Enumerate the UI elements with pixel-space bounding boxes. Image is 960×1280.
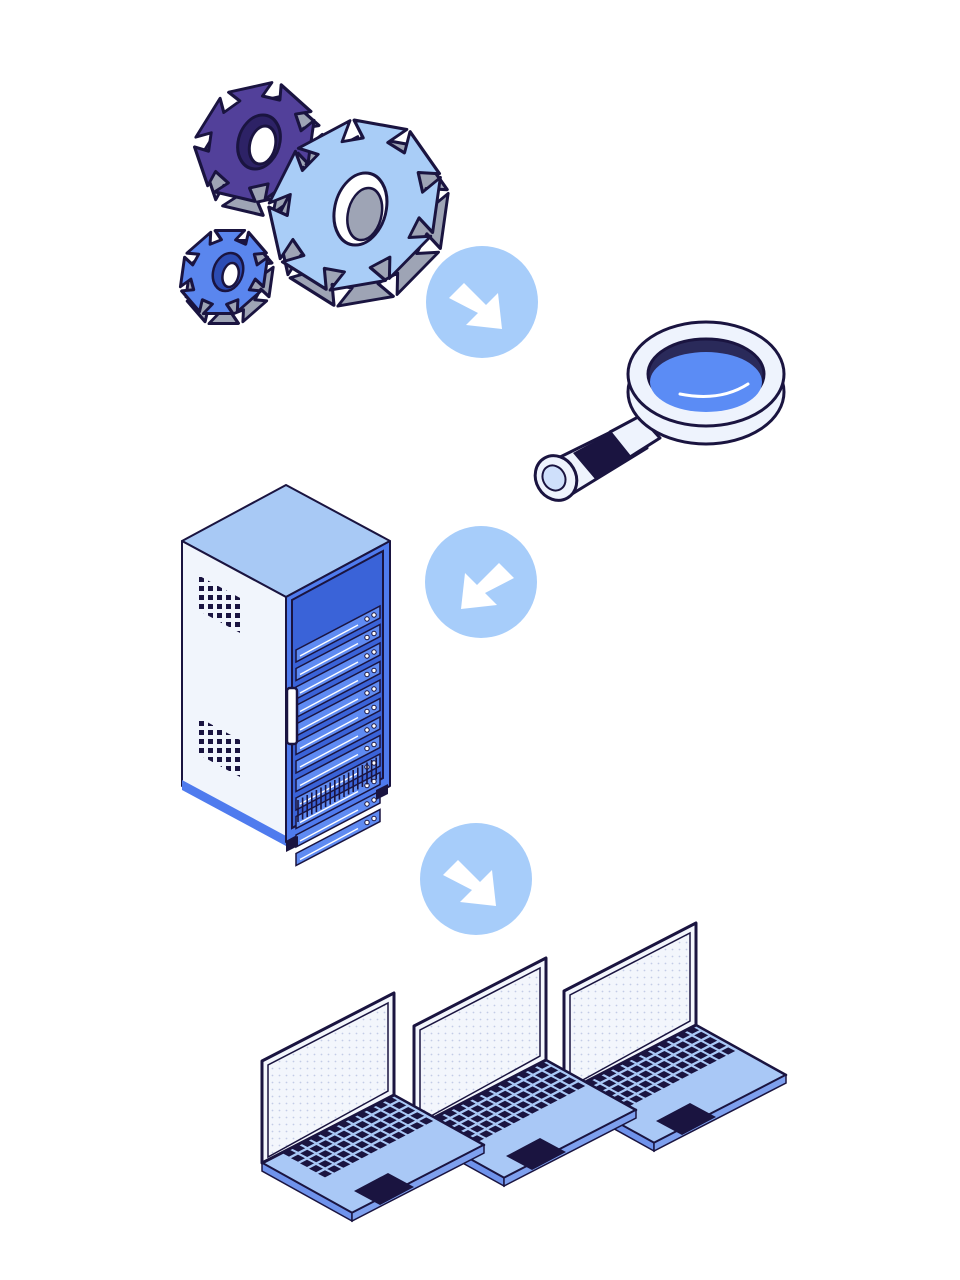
server-rack-icon <box>181 484 391 867</box>
laptop-touchpad <box>656 1103 716 1135</box>
arrow-connector-2 <box>425 526 537 638</box>
arrow-down-right-icon <box>449 283 502 329</box>
rack-unit <box>295 715 381 775</box>
blue-gear <box>178 229 275 325</box>
rack-unit <box>295 734 381 793</box>
laptop-screen <box>419 966 541 1124</box>
arrow-down-right-icon <box>443 860 496 906</box>
rack-vent-top <box>196 574 242 634</box>
laptops-icon <box>260 921 788 1223</box>
rack-unit <box>295 771 381 830</box>
rack-unit <box>295 808 381 867</box>
rack-unit <box>295 697 381 756</box>
rack-unit <box>295 604 381 664</box>
arrow-connector-1 <box>426 246 538 358</box>
arrow-connector-3 <box>420 823 532 935</box>
rack-vent-bottom <box>196 716 242 778</box>
arrow-down-left-icon <box>461 563 514 609</box>
laptop-screen <box>267 1001 389 1159</box>
rack-handle <box>285 686 299 746</box>
light-gear <box>267 118 450 308</box>
laptop <box>260 991 486 1223</box>
magnifier-handle <box>533 414 662 502</box>
laptop-screen <box>569 931 691 1089</box>
laptop-touchpad <box>354 1173 414 1205</box>
magnifying-glass-icon <box>533 320 786 502</box>
laptop-touchpad <box>506 1138 566 1170</box>
rack-unit <box>295 623 381 682</box>
magnifier-lens <box>626 320 786 446</box>
laptop <box>412 956 638 1188</box>
gears-icon <box>178 81 450 325</box>
rack-unit-stack <box>295 604 381 867</box>
